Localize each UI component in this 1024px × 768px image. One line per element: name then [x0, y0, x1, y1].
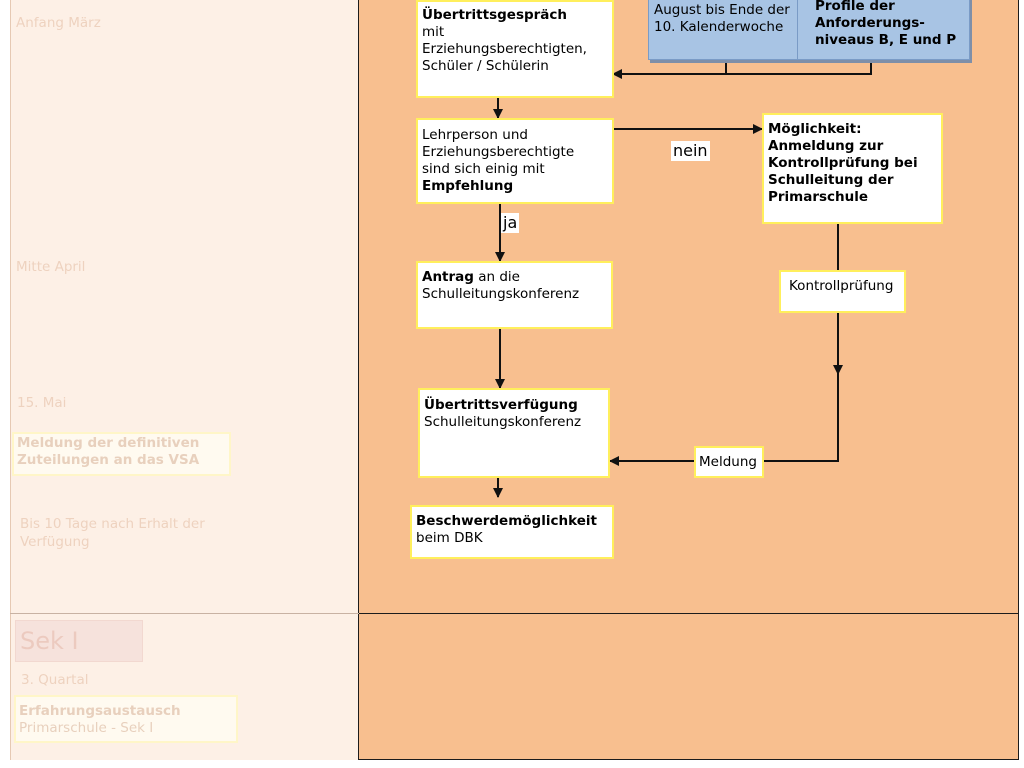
antrag-rest: an die	[473, 269, 520, 285]
profile-line3: niveaus B, E und P	[815, 32, 957, 48]
zeitraum-line1: August bis Ende der	[654, 2, 790, 18]
einig-line1: Lehrperson und	[422, 127, 528, 143]
einig-empfehlung: Empfehlung	[422, 178, 514, 194]
time-mitte-april: Mitte April	[16, 259, 86, 275]
profile-line1: Profile der	[815, 0, 895, 14]
uebertrittsverfuegung-box: Übertrittsverfügung Schulleitungskonfere…	[418, 388, 610, 478]
profile-line2: Anforderungs-	[815, 15, 925, 31]
moeglichkeit-line1: Möglichkeit:	[768, 121, 862, 137]
moeglichkeit-line2: Anmeldung zur	[768, 138, 884, 154]
einig-line2: Erziehungsberechtigte	[422, 144, 575, 160]
arrow-blue-to-gespraech	[612, 62, 727, 79]
gespraech-title: Übertrittsgespräch	[422, 7, 568, 23]
meldung-vsa-line2: Zuteilungen an das VSA	[17, 452, 200, 468]
beschwerde-title: Beschwerdemöglichkeit	[416, 513, 597, 529]
sek-i-title: Sek I	[15, 620, 143, 662]
beschwerde-box: Beschwerdemöglichkeit beim DBK	[410, 505, 614, 559]
moeglichkeit-line3: Kontrollprüfung bei	[768, 155, 918, 171]
moeglichkeit-line5: Primarschule	[768, 189, 869, 205]
verfuegung-line2: Schulleitungskonferenz	[424, 414, 582, 430]
time-anfang-maerz: Anfang März	[16, 15, 101, 31]
erfahrung-line2: Primarschule - Sek I	[19, 720, 154, 736]
meldung-box: Meldung	[694, 446, 764, 478]
meldung-vsa-box: Meldung der definitiven Zuteilungen an d…	[12, 432, 231, 476]
line-blue-right	[726, 62, 872, 75]
erfahrungsaustausch-box: Erfahrungsaustausch Primarschule - Sek I	[14, 695, 238, 743]
antrag-line2: Schulleitungskonferenz	[422, 286, 580, 302]
verfuegung-title: Übertrittsverfügung	[424, 397, 578, 413]
uebertrittsgespraech-box: Übertrittsgespräch mit Erziehungsberecht…	[416, 0, 614, 98]
timeline-divider	[10, 613, 359, 614]
gespraech-line3: Erziehungsberechtigten,	[422, 41, 587, 57]
antrag-box: Antrag an die Schulleitungskonferenz	[416, 261, 613, 329]
moeglichkeit-line4: Schulleitung der	[768, 172, 894, 188]
time-3-quartal: 3. Quartal	[21, 672, 89, 688]
profile-box: Profile der Anforderungs- niveaus B, E u…	[797, 0, 970, 60]
zeitraum-line2: 10. Kalenderwoche	[654, 19, 784, 35]
einig-box: Lehrperson und Erziehungsberechtigte sin…	[416, 118, 614, 204]
ja-label: ja	[501, 213, 520, 233]
erfahrung-line1: Erfahrungsaustausch	[19, 703, 181, 719]
antrag-bold: Antrag	[422, 269, 474, 285]
time-bis-10-tage: Bis 10 Tage nach Erhalt der Verfügung	[20, 515, 205, 551]
time-15-mai: 15. Mai	[17, 395, 67, 411]
kontrollpruefung-box: Kontrollprüfung	[779, 270, 906, 313]
meldung-vsa-line1: Meldung der definitiven	[17, 435, 200, 451]
moeglichkeit-box: Möglichkeit: Anmeldung zur Kontrollprüfu…	[762, 113, 943, 224]
process-divider	[359, 613, 1019, 614]
bis-line2: Verfügung	[20, 534, 90, 550]
einig-line3: sind sich einig mit	[422, 161, 545, 177]
gespraech-line4: Schüler / Schülerin	[422, 58, 549, 74]
nein-label: nein	[671, 141, 710, 161]
line-to-meldung	[764, 374, 839, 462]
bis-line1: Bis 10 Tage nach Erhalt der	[20, 516, 205, 532]
beschwerde-line2: beim DBK	[416, 530, 483, 546]
zeitraum-box: August bis Ende der 10. Kalenderwoche	[648, 0, 798, 60]
gespraech-line2: mit	[422, 24, 445, 40]
